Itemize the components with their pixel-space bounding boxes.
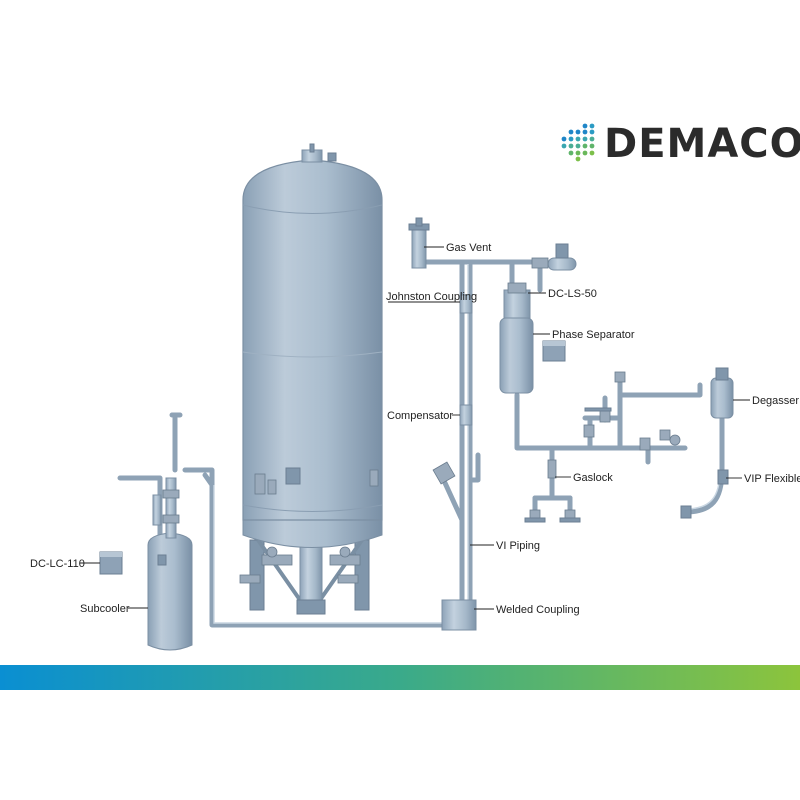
label-degasser: Degasser: [752, 395, 799, 407]
callout-johnston-coupling: Johnston Coupling: [386, 291, 477, 303]
degasser: [710, 367, 734, 419]
callout-subcooler: Subcooler: [80, 603, 148, 615]
callout-gas-vent: Gas Vent: [424, 242, 491, 254]
subcooler-vessel: [147, 477, 193, 651]
callout-compensator: Compensator: [387, 410, 460, 422]
callout-dc-lc-110: DC-LC-110: [30, 558, 100, 570]
callout-vi-piping: VI Piping: [470, 540, 540, 552]
gaslock-valves: [524, 459, 581, 523]
label-subcooler: Subcooler: [80, 603, 130, 615]
callout-dc-ls-50: DC-LS-50: [528, 288, 597, 300]
callout-welded-coupling: Welded Coupling: [474, 604, 580, 616]
label-vip-flexible: VIP Flexible: [744, 473, 800, 485]
brand-name: DEMACO: [604, 121, 800, 167]
label-welded-coupling: Welded Coupling: [496, 604, 580, 616]
johnston-coupling-joint: [459, 294, 473, 314]
vip-flexible-top-fitting: [717, 469, 729, 485]
phase-separator-controller: [542, 340, 566, 362]
label-compensator: Compensator: [387, 410, 453, 422]
label-gas-vent: Gas Vent: [446, 242, 491, 254]
brand-gradient-band: [0, 665, 800, 690]
callout-gaslock: Gaslock: [555, 472, 613, 484]
demaco-logo: DEMACO: [561, 121, 800, 167]
inclined-valve: [432, 461, 456, 485]
welded-coupling-joint: [441, 599, 477, 631]
logo-dot-mark-icon: [561, 123, 595, 162]
vip-flexible-end-fitting: [680, 505, 692, 519]
callout-phase-separator: Phase Separator: [533, 329, 635, 341]
label-dc-ls-50: DC-LS-50: [548, 288, 597, 300]
dc-lc-110-controller: [99, 551, 123, 575]
callout-degasser: Degasser: [733, 395, 799, 407]
label-johnston-coupling: Johnston Coupling: [386, 291, 477, 303]
gas-vent: [408, 217, 430, 269]
storage-tank: [239, 143, 383, 615]
phase-separator: [499, 243, 577, 394]
label-phase-separator: Phase Separator: [552, 329, 635, 341]
callout-vip-flexible: VIP Flexible: [726, 473, 800, 485]
manifold-valves: [583, 371, 681, 451]
tank-valve-cluster: [239, 469, 379, 584]
label-gaslock: Gaslock: [573, 472, 613, 484]
label-vi-piping: VI Piping: [496, 540, 540, 552]
compensator-bellows: [459, 404, 473, 426]
label-dc-lc-110: DC-LC-110: [30, 558, 85, 570]
